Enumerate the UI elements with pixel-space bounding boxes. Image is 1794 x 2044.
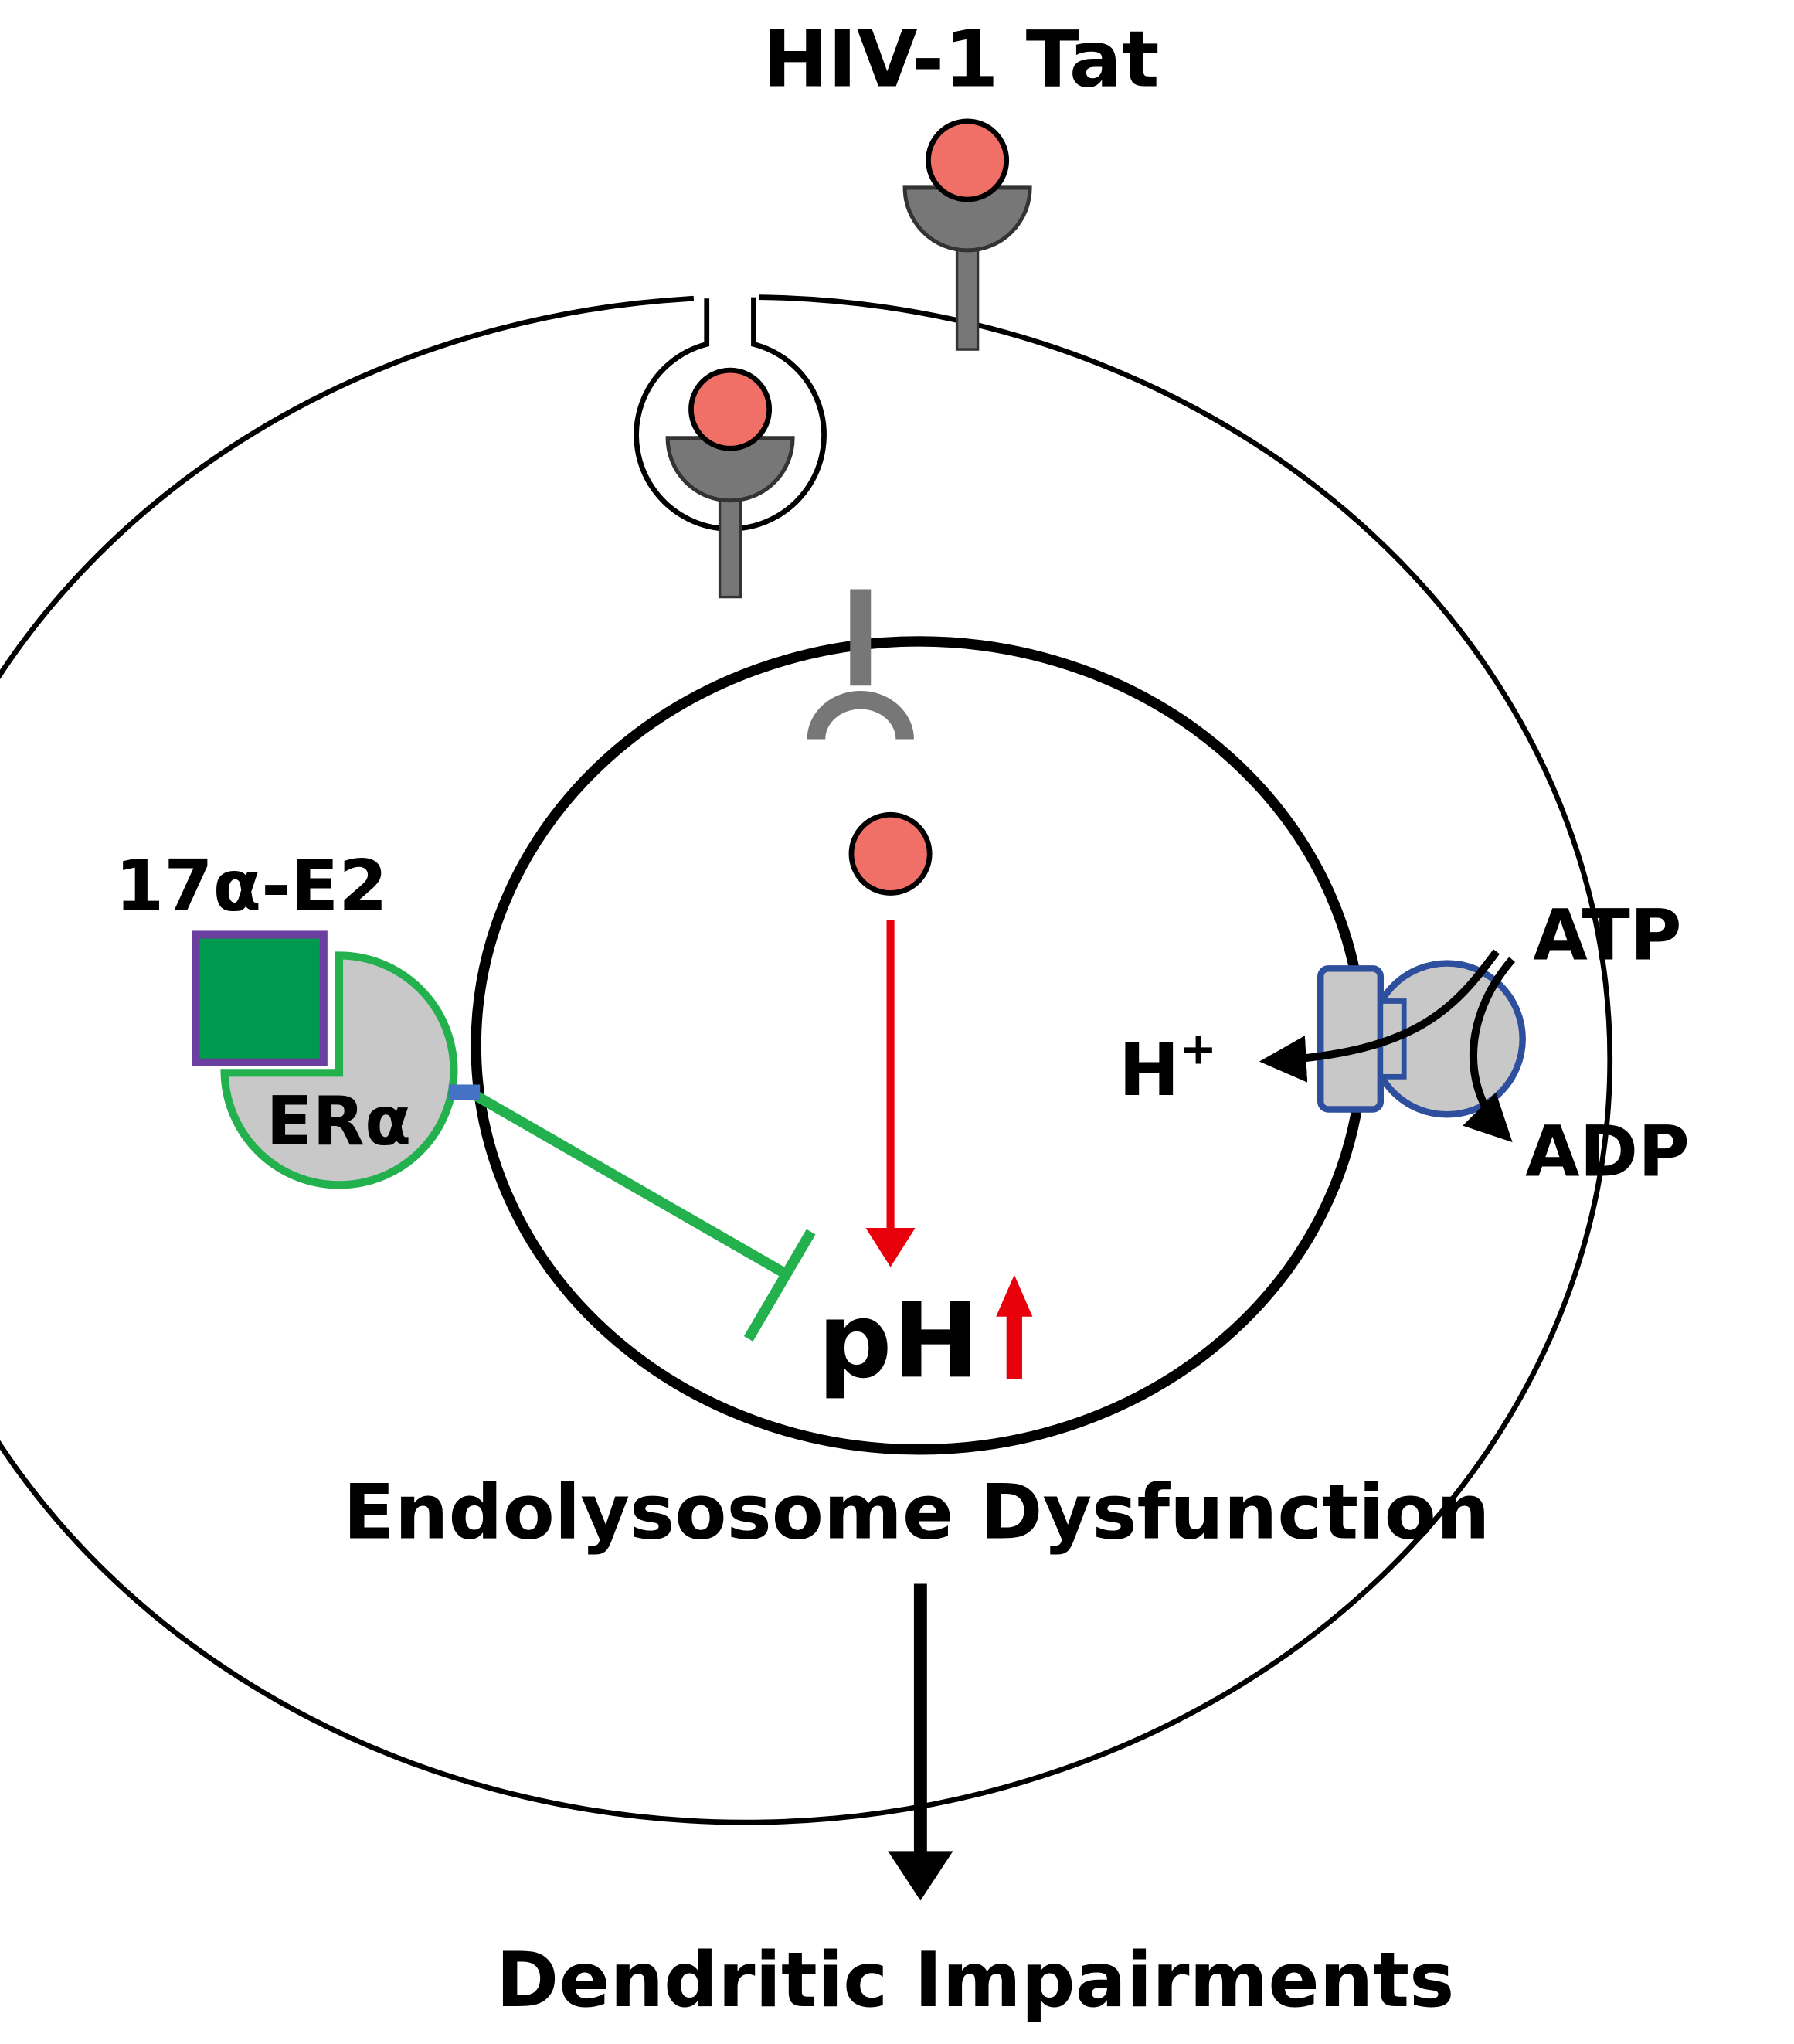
estradiol-ligand [192,930,328,1066]
receptor-cup [665,436,795,503]
ph-label: pH [817,1280,980,1401]
downstream-arrow [888,1583,953,1901]
tat-protein [926,118,1010,202]
receptor-stem [718,488,742,599]
receptor-cup [807,691,914,740]
estradiol-label: 17α-E2 [115,845,388,927]
proton-charge: + [1180,1022,1217,1074]
er-alpha-membrane-anchor [448,1084,481,1100]
tat-protein [688,367,773,451]
ph-increase-arrow [996,1274,1033,1379]
tat-protein-released [848,811,933,896]
pump-transmembrane-block [1317,965,1385,1113]
dendritic-impairments-label: Dendritic Impairments [496,1937,1454,2025]
proton-symbol: H [1119,1028,1180,1113]
er-alpha-label: ERα [267,1082,412,1161]
receptor-cup [902,185,1032,253]
adp-label: ADP [1525,1111,1690,1193]
cell-membrane [0,294,1613,1825]
proton-flux-arrow [1259,949,1500,1083]
atp-label: ATP [1533,895,1681,977]
endolysosome-receptor [807,589,914,740]
era-inhibition-line [472,1090,816,1342]
tat-label: HIV-1 Tat [763,13,1160,104]
atp-hydrolysis-arrow [1463,957,1516,1143]
proton-label: H+ [1119,1022,1217,1112]
endolysosome-dysfunction-label: Endolysosome Dysfunction [343,1468,1490,1556]
tat-to-ph-arrow [865,920,916,1267]
receptor-stem [955,246,980,351]
surface-receptor-bound [902,118,1032,351]
internalized-receptor-bound [665,367,795,599]
er-alpha-receptor [220,951,458,1189]
